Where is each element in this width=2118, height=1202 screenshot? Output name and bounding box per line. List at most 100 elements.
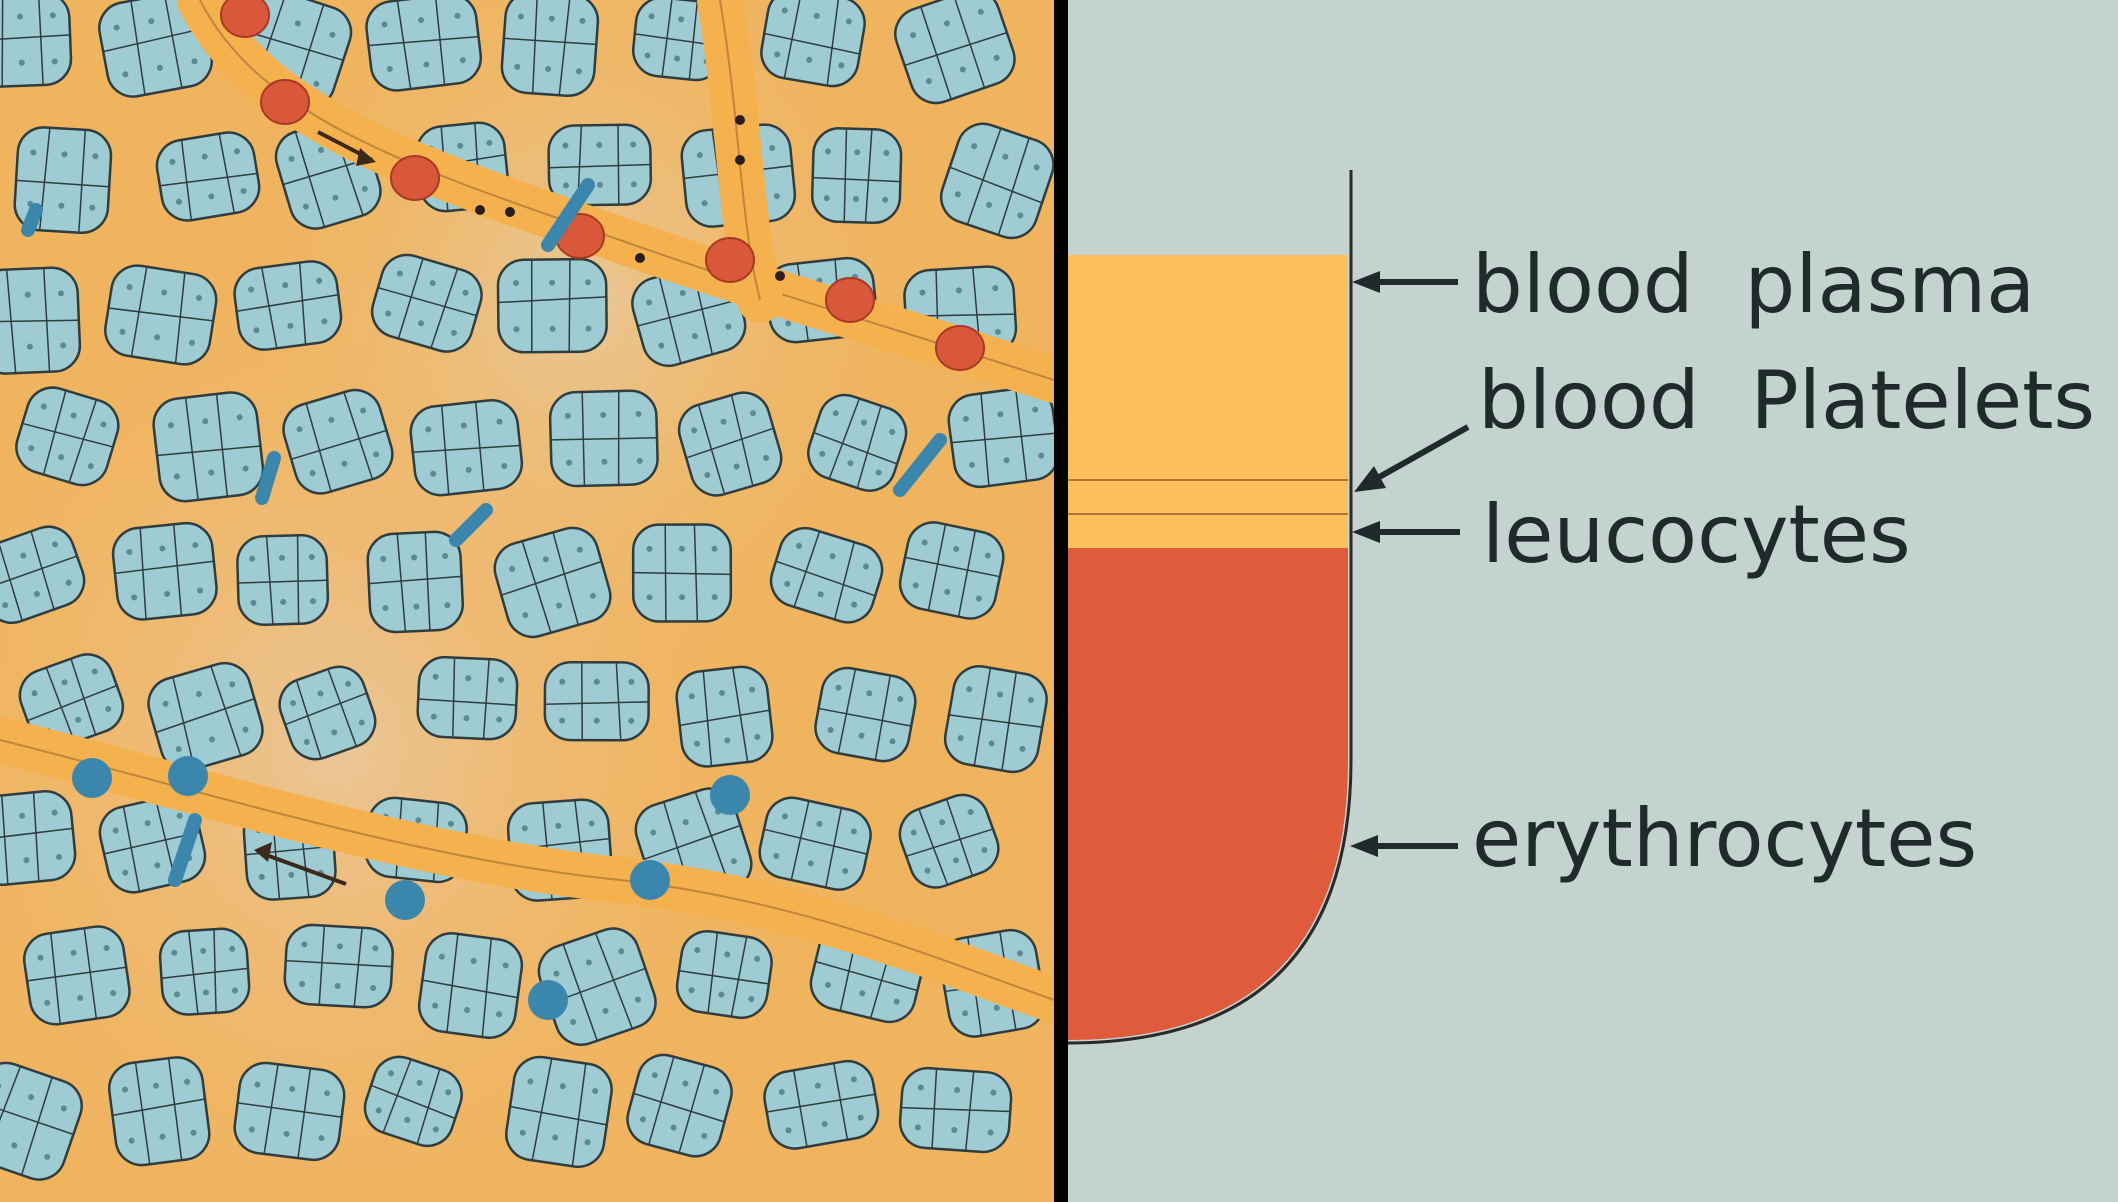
cell-wall xyxy=(643,824,741,860)
cell-wall xyxy=(633,571,731,576)
cell-wall xyxy=(0,555,78,591)
cell-nucleus xyxy=(527,1078,534,1085)
cell-cluster-body xyxy=(158,927,251,1016)
cell-wall xyxy=(370,1084,456,1120)
cell-wall xyxy=(368,575,462,585)
cell-nucleus xyxy=(646,545,653,552)
cell-nucleus xyxy=(555,822,562,829)
cell-wall xyxy=(42,267,51,372)
flow-arrow-top-head xyxy=(356,148,376,166)
cell-nucleus xyxy=(404,1116,411,1123)
erythrocytes-label: erythrocytes xyxy=(1472,792,1977,885)
cell-nucleus xyxy=(576,546,583,553)
cell-nucleus xyxy=(430,713,437,720)
cell-nucleus xyxy=(57,290,64,297)
cell-nucleus xyxy=(691,427,698,434)
cell-nucleus xyxy=(917,1084,924,1091)
cell-nucleus xyxy=(862,563,869,570)
leucocytes-layer xyxy=(1068,514,1348,548)
cell-nucleus xyxy=(781,7,788,14)
cell-nucleus xyxy=(517,13,524,20)
cell-wall xyxy=(824,807,843,888)
cell-wall xyxy=(633,1092,725,1123)
cell-nucleus xyxy=(559,717,566,724)
cell-nucleus xyxy=(943,20,950,27)
cell-wall xyxy=(134,1062,151,1165)
blood-tube-svg: blood plasma blood Platelets leucocytes … xyxy=(1068,170,2095,1045)
cell-cluster-body xyxy=(493,526,612,639)
cell-nucleus xyxy=(858,732,865,739)
cell-nucleus xyxy=(718,689,725,696)
cell-nucleus xyxy=(711,545,718,552)
cell-wall xyxy=(103,27,207,53)
cell-nucleus xyxy=(852,195,859,202)
cell-nucleus xyxy=(360,407,367,414)
cell-wall xyxy=(156,445,261,457)
cell-nucleus xyxy=(459,57,466,64)
cell-wall xyxy=(172,524,183,616)
cell-nucleus xyxy=(208,193,215,200)
cell-nucleus xyxy=(521,825,528,832)
cell-cluster-body xyxy=(947,386,1054,489)
cell-wall xyxy=(904,31,1008,67)
cell-nucleus xyxy=(618,948,625,955)
cell-nucleus xyxy=(924,867,931,874)
cell-wall xyxy=(260,267,278,349)
cell-nucleus xyxy=(324,1090,331,1097)
platelet-dot xyxy=(635,253,645,263)
cell-nucleus xyxy=(20,552,27,559)
red-blood-cell xyxy=(935,325,985,371)
cell-nucleus xyxy=(600,411,607,418)
cell-nucleus xyxy=(816,820,823,827)
cell-wall xyxy=(184,397,199,501)
cell-cluster-body xyxy=(409,398,524,497)
cell-nucleus xyxy=(250,599,257,606)
cell-nucleus xyxy=(646,594,653,601)
cell-nucleus xyxy=(636,457,643,464)
cell-nucleus xyxy=(75,716,82,723)
cell-nucleus xyxy=(781,813,788,820)
cell-nucleus xyxy=(465,466,472,473)
cell-nucleus xyxy=(310,598,317,605)
cell-cluster-body xyxy=(233,1061,346,1162)
cell-cluster xyxy=(500,0,600,98)
cell-cluster-body xyxy=(807,393,908,492)
cell-nucleus xyxy=(131,594,138,601)
cell-nucleus xyxy=(126,284,133,291)
cell-nucleus xyxy=(817,591,824,598)
cell-nucleus xyxy=(280,598,287,605)
cell-nucleus xyxy=(30,149,37,156)
cell-nucleus xyxy=(730,858,737,865)
erythrocytes-layer xyxy=(1068,548,1348,1040)
cell-nucleus xyxy=(318,147,325,154)
cell-nucleus xyxy=(859,990,866,997)
cell-wall xyxy=(16,179,110,188)
cell-cluster xyxy=(543,660,650,742)
cell-nucleus xyxy=(240,188,247,195)
cell-nucleus xyxy=(860,419,867,426)
cell-nucleus xyxy=(514,63,521,70)
cell-wall xyxy=(30,531,55,610)
cell-nucleus xyxy=(559,1083,566,1090)
cell-nucleus xyxy=(460,422,467,429)
cell-wall xyxy=(368,35,479,47)
cell-nucleus xyxy=(832,410,839,417)
cell-wall xyxy=(775,560,876,597)
cell-wall xyxy=(237,1102,342,1118)
cell-nucleus xyxy=(33,590,40,597)
cell-nucleus xyxy=(438,953,445,960)
cell-nucleus xyxy=(713,1088,720,1095)
flow-arrow-bottom-head xyxy=(254,842,272,862)
cell-cluster xyxy=(631,523,733,623)
flow-arrow-bottom xyxy=(257,850,347,886)
cell-wall xyxy=(730,394,754,487)
cell-nucleus xyxy=(429,280,436,287)
cell-cluster-body xyxy=(283,923,394,1009)
cell-nucleus xyxy=(921,539,928,546)
cell-cluster xyxy=(547,123,653,207)
cell-cluster xyxy=(898,793,1000,889)
cell-nucleus xyxy=(40,403,47,410)
cell-cluster xyxy=(363,1055,463,1148)
cell-nucleus xyxy=(704,472,711,479)
cell-nucleus xyxy=(548,15,555,22)
